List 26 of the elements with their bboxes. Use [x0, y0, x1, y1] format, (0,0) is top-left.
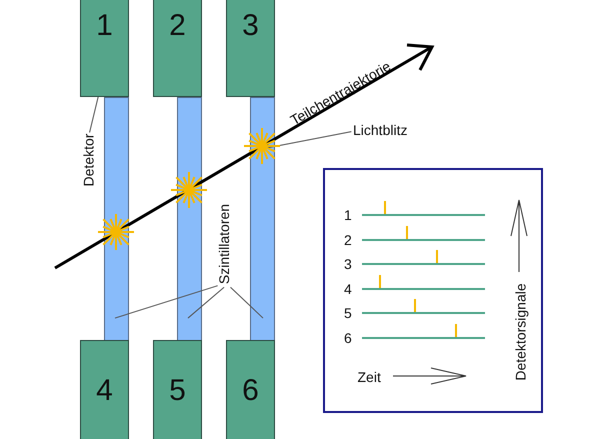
leader-label: Detektor: [80, 134, 96, 186]
scintillator-bar: [250, 97, 275, 341]
detector-box: 3: [226, 0, 275, 97]
row-number: 5: [344, 305, 352, 321]
leader-label: Lichtblitz: [353, 122, 408, 138]
leader-line: [114, 285, 218, 319]
axis-label: Zeit: [358, 369, 381, 385]
leader-line: [89, 96, 99, 133]
leader-line: [265, 131, 352, 149]
detector-box: 6: [226, 340, 275, 439]
row-number: 6: [344, 330, 352, 346]
axis-label: Detektorsignale: [512, 283, 528, 381]
leader-label: Szintillatoren: [216, 204, 232, 284]
row-number: 1: [344, 207, 352, 223]
row-number: 4: [344, 281, 352, 297]
detector-box: 5: [153, 340, 202, 439]
detector-box: 4: [80, 340, 129, 439]
leader-line: [188, 286, 225, 319]
detector-box: 2: [153, 0, 202, 97]
scintillator-bar: [177, 97, 202, 341]
row-number: 3: [344, 256, 352, 272]
light-flash-icon: [244, 128, 280, 164]
detector-box: 1: [80, 0, 129, 97]
scintillator-bar: [104, 97, 129, 341]
row-number: 2: [344, 232, 352, 248]
leader-line: [230, 286, 264, 319]
